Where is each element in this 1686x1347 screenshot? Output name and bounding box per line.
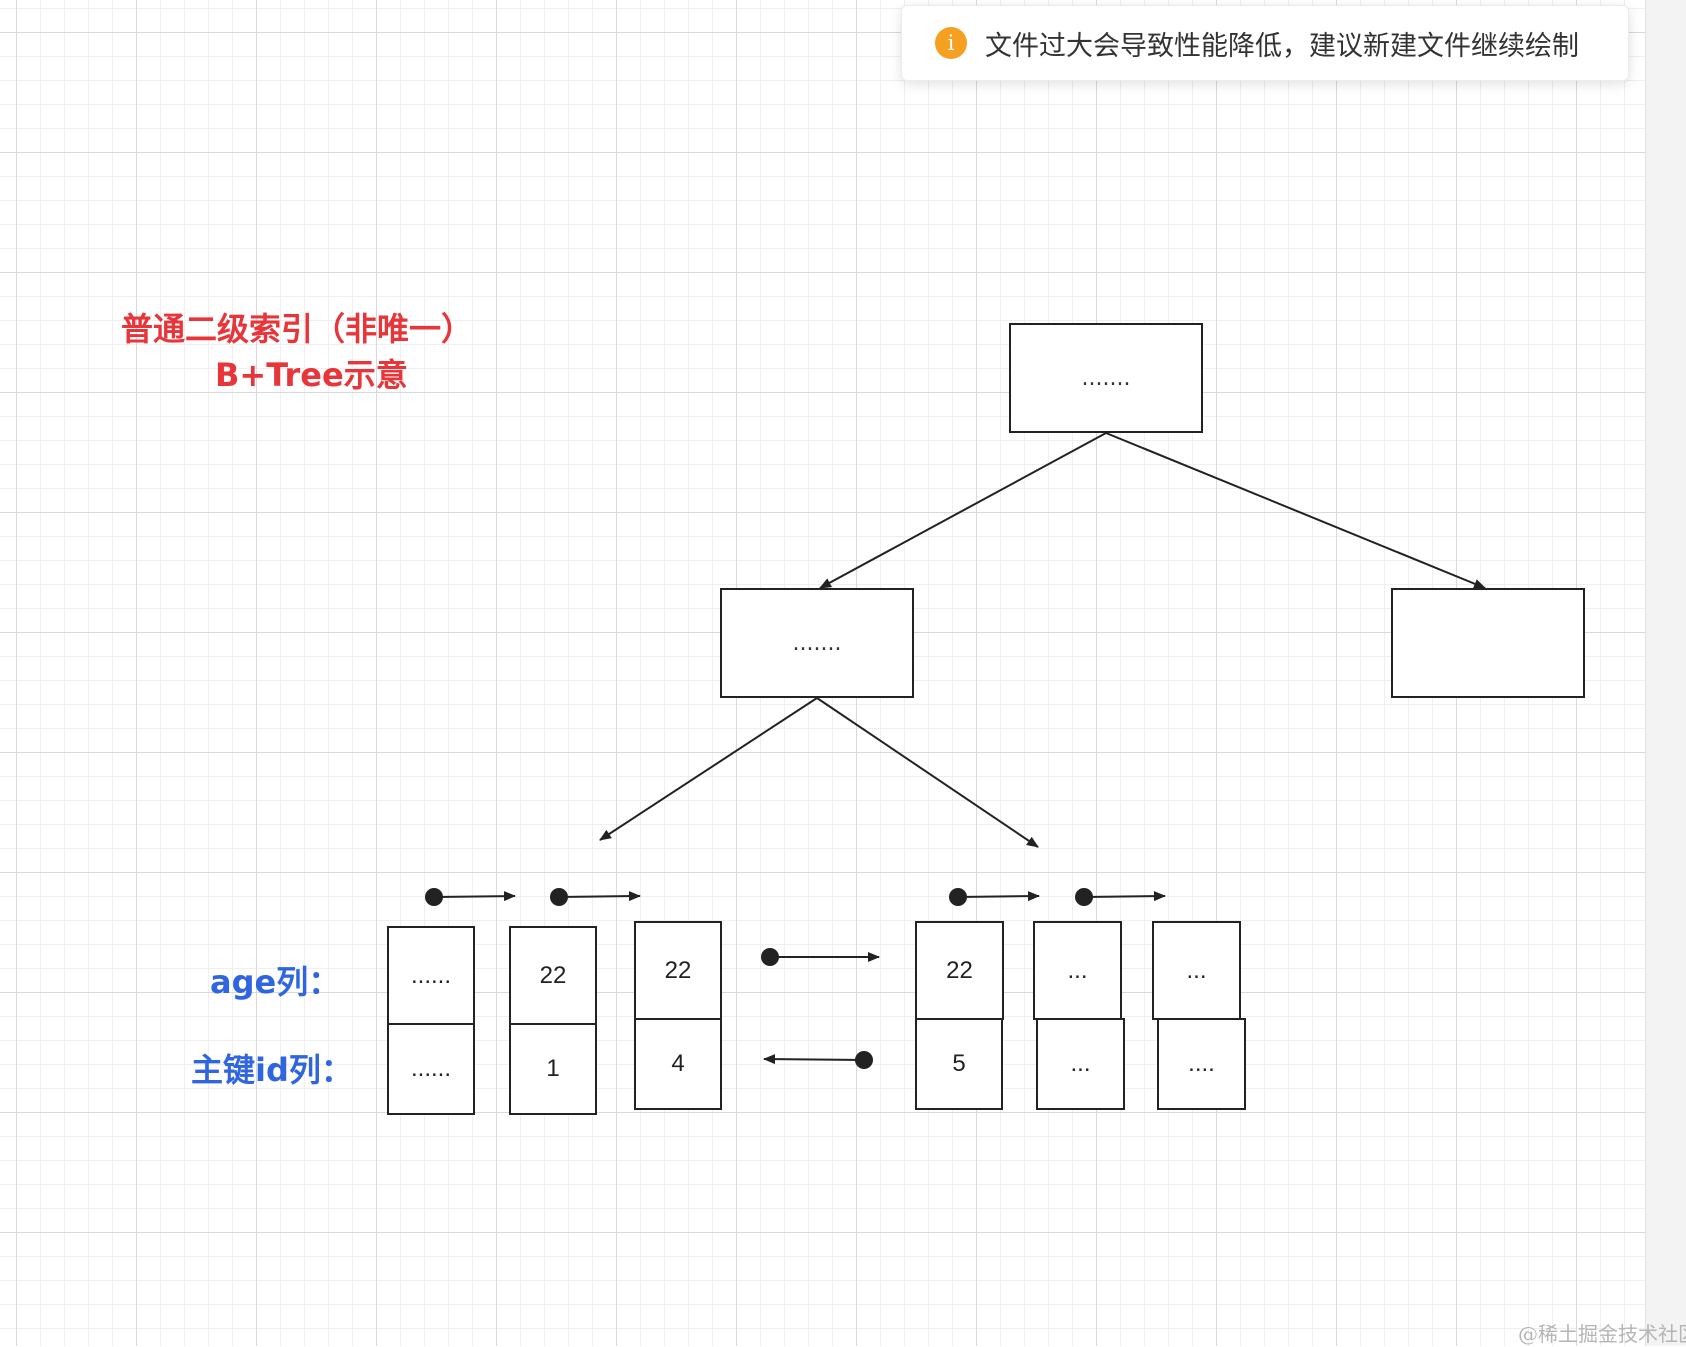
leaf-cell-2-id[interactable]: 1 <box>509 1023 597 1115</box>
leaf-cell-6-age[interactable]: ... <box>1152 921 1241 1020</box>
edge-mid-to-leaf-right <box>816 697 1039 848</box>
side-panel-edge <box>1645 0 1686 1346</box>
leaf-link-arrow-3 <box>949 888 1040 906</box>
info-icon: i <box>935 27 967 59</box>
leaf-cell-2-age[interactable]: 22 <box>509 926 597 1025</box>
age-column-label: age列： <box>210 963 341 1001</box>
pk-id-column-label: 主键id列： <box>191 1051 353 1089</box>
leaf-link-arrow-2 <box>550 888 641 906</box>
leaf-cell-5-id[interactable]: ... <box>1036 1018 1125 1110</box>
leaf-cell-4-id[interactable]: 5 <box>915 1018 1003 1110</box>
leaf-prev-pointer-arrow <box>763 1051 873 1069</box>
edge-mid-to-leaf-left <box>599 697 818 841</box>
edge-root-to-right <box>1105 432 1486 589</box>
leaf-cell-1-id[interactable]: ...... <box>387 1023 475 1115</box>
edge-root-to-mid <box>819 432 1107 589</box>
root-node[interactable]: ....... <box>1009 323 1203 433</box>
leaf-cell-3-id[interactable]: 4 <box>634 1018 722 1110</box>
diagram-title-line2: B+Tree示意 <box>215 356 408 394</box>
leaf-cell-3-age[interactable]: 22 <box>634 921 722 1020</box>
right-node[interactable] <box>1391 588 1585 698</box>
warning-toast: i 文件过大会导致性能降低，建议新建文件继续绘制 <box>901 5 1629 81</box>
diagram-title-line1: 普通二级索引（非唯一） <box>121 310 474 348</box>
leaf-cell-5-age[interactable]: ... <box>1033 921 1122 1020</box>
leaf-cell-1-age[interactable]: ...... <box>387 926 475 1025</box>
leaf-cell-6-id[interactable]: .... <box>1157 1018 1246 1110</box>
toast-message: 文件过大会导致性能降低，建议新建文件继续绘制 <box>985 30 1579 62</box>
watermark: @稀土掘金技术社区 <box>1518 1322 1686 1346</box>
leaf-cell-4-age[interactable]: 22 <box>915 921 1004 1020</box>
leaf-next-pointer-arrow <box>761 948 880 966</box>
leaf-link-arrow-1 <box>425 888 516 906</box>
leaf-link-arrow-4 <box>1075 888 1166 906</box>
mid-node[interactable]: ....... <box>720 588 914 698</box>
